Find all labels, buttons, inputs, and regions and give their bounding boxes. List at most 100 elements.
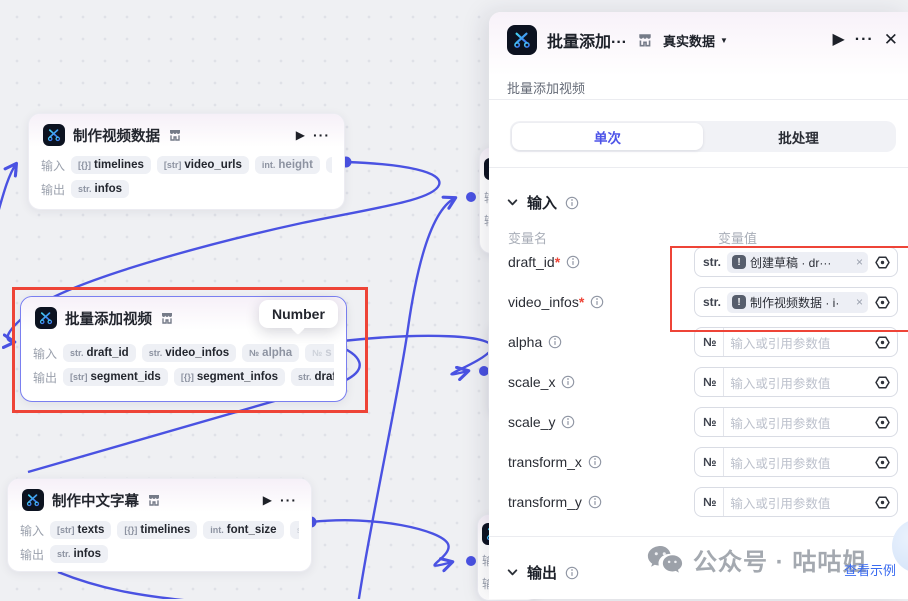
reference-picker-icon[interactable] [874,494,891,511]
node-more-button[interactable]: ··· [280,492,297,508]
remove-value-icon[interactable]: × [855,255,863,269]
capcut-app-icon [507,25,537,55]
capcut-app-icon [43,124,65,146]
value-placeholder: 输入或引用参数值 [730,456,831,471]
param-tag-infos[interactable]: str.infos [50,545,109,563]
tab-batch[interactable]: 批处理 [778,130,819,146]
param-row-video_infos: video_infos*str.!制作视频数据 · i·× [508,282,898,322]
remove-value-icon[interactable]: × [855,295,863,309]
info-icon[interactable] [565,566,579,580]
info-icon[interactable] [561,415,575,429]
param-value-field-scale_y[interactable]: № 输入或引用参数值 [694,407,898,437]
info-icon[interactable] [548,335,562,349]
output-section-header[interactable]: 输出 [506,562,579,583]
value-placeholder: 输入或引用参数值 [730,336,831,351]
node-title: 批量添加视频 [65,311,152,328]
param-tag-draft_id[interactable]: str.draft_id [291,368,334,386]
param-tag-segment_ids[interactable]: [str]segment_ids [63,368,168,386]
store-icon [637,32,653,48]
close-icon[interactable]: ✕ [883,30,898,49]
info-icon[interactable] [590,295,604,309]
inputs-label: 输入 [33,346,58,361]
required-asterisk: * [554,254,561,270]
port[interactable] [479,366,489,376]
param-value-field-draft_id[interactable]: str. !创建草稿 · dr···× [694,247,898,277]
param-tag-video_urls[interactable]: [str]video_urls [156,156,249,174]
info-icon[interactable] [588,455,602,469]
type-label: № [695,408,725,436]
type-label: № [695,368,725,396]
param-tag-video_infos[interactable]: str.video_infos [141,344,237,362]
param-value-field-video_infos[interactable]: str. !制作视频数据 · i·× [694,287,898,317]
info-icon[interactable] [565,196,579,210]
reference-picker-icon[interactable] [874,254,891,271]
param-tag-timelines[interactable]: [{}]timelines [117,521,198,539]
param-name: alpha [508,334,562,350]
port[interactable] [466,556,476,566]
run-node-button[interactable]: ▶ [295,128,305,142]
param-tag-texts[interactable]: [str]texts [50,521,112,539]
reference-picker-icon[interactable] [874,294,891,311]
panel-more-button[interactable]: ··· [854,31,874,48]
info-icon[interactable] [588,495,602,509]
param-tag-draft_id[interactable]: str.draft_id [63,344,136,362]
type-label: str. [703,255,722,269]
reference-picker-icon[interactable] [874,374,891,391]
run-node-button[interactable]: ▶ [262,493,272,507]
wechat-icon [647,546,683,573]
param-tag-font_size[interactable]: int.font_size [203,521,284,539]
chevron-down-icon [507,569,518,576]
param-tag-height[interactable]: int.height [254,156,320,174]
value-placeholder: 输入或引用参数值 [730,416,831,431]
reference-value-pill[interactable]: !制作视频数据 · i·× [727,291,868,313]
param-tag-infos[interactable]: str.infos [71,180,130,198]
data-mode-dropdown[interactable]: 真实数据 ▼ [663,33,728,49]
inputs-label: 输入 [20,523,45,538]
param-tag-unnamed[interactable]: str. [325,157,332,173]
type-label: № [695,448,725,476]
wire[interactable] [310,519,455,573]
input-section-header[interactable]: 输入 [506,192,579,213]
floating-bubble[interactable] [892,519,908,573]
wire[interactable] [352,195,458,599]
capcut-app-icon [22,489,44,511]
view-example-link[interactable]: 查看示例 [844,563,897,578]
panel-header-tint [489,12,908,76]
param-value-field-transform_x[interactable]: № 输入或引用参数值 [694,447,898,477]
run-button[interactable]: ▶ [832,31,845,48]
param-rows: draft_id*str.!创建草稿 · dr···×video_infos*s… [508,242,898,522]
type-label: str. [703,295,722,309]
reference-picker-icon[interactable] [874,334,891,351]
wire[interactable] [0,161,18,262]
store-icon [168,128,182,142]
reference-value-pill[interactable]: !创建草稿 · dr···× [727,251,868,273]
reference-picker-icon[interactable] [874,454,891,471]
info-icon[interactable] [561,375,575,389]
param-tag-in_[interactable]: str.in_ [289,521,299,539]
reference-picker-icon[interactable] [874,414,891,431]
param-name: scale_y [508,414,575,430]
port[interactable] [466,192,476,202]
inputs-label: 输入 [41,158,66,173]
node-make-video-data[interactable]: 制作视频数据 ▶ ··· 输入[{}]timelines[str]video_u… [28,113,345,210]
node-more-button[interactable]: ··· [313,127,330,143]
tab-single[interactable]: 单次 [512,123,703,150]
param-tag-segment_infos[interactable]: [{}]segment_infos [173,368,285,386]
divider [489,99,908,100]
wire[interactable] [57,570,192,599]
warning-badge-icon: ! [732,255,747,269]
outputs-label: 输出 [20,547,45,562]
info-icon[interactable] [566,255,580,269]
param-tag-timelines[interactable]: [{}]timelines [71,156,151,174]
run-mode-tabs: 单次 批处理 [510,121,896,152]
